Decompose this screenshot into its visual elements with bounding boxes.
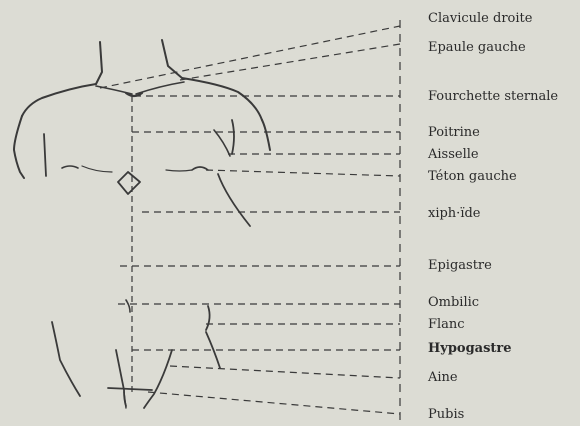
pubis-line-2 <box>124 392 126 408</box>
label-epigastre: Epigastre <box>428 259 492 273</box>
xiphoid-diamond <box>118 172 140 194</box>
label-fourchette-sternale: Fourchette sternale <box>428 90 558 104</box>
armpit-right <box>214 130 230 156</box>
pectoral-left <box>82 166 112 172</box>
label-epaule-gauche: Epaule gauche <box>428 41 526 55</box>
nipple-left <box>62 166 78 168</box>
arm-left-outer <box>14 116 24 178</box>
label-pubis: Pubis <box>428 408 464 422</box>
label-flanc: Flanc <box>428 318 465 332</box>
nipple-right <box>192 167 208 170</box>
leader-clavicule-droite <box>100 26 400 88</box>
label-clavicule-droite: Clavicule droite <box>428 12 532 26</box>
label-xiphoide: xiph·ïde <box>428 207 481 221</box>
leader-epaule-gauche <box>180 44 400 80</box>
navel <box>126 300 130 312</box>
hip-left-line <box>52 322 80 396</box>
leader-pubis <box>148 392 400 414</box>
label-teton-gauche: Téton gauche <box>428 170 517 184</box>
arm-right-inner <box>232 120 234 154</box>
label-ombilic: Ombilic <box>428 296 479 310</box>
arm-left-inner <box>44 134 46 176</box>
label-hypogastre: Hypogastre <box>428 342 512 356</box>
shoulder-left-line <box>22 84 96 116</box>
label-aisselle: Aisselle <box>428 148 479 162</box>
clavicle-right-line <box>136 82 184 94</box>
label-aine: Aine <box>428 371 458 385</box>
arm-right-outer <box>262 120 270 150</box>
pectoral-right <box>166 170 192 171</box>
hip-right-line <box>206 306 210 330</box>
pubis-line <box>108 388 152 390</box>
groin-right-line <box>144 350 172 408</box>
neck-right-line <box>162 40 182 78</box>
shoulder-right-line <box>182 78 262 120</box>
label-poitrine: Poitrine <box>428 126 480 140</box>
leader-teton-gauche <box>206 170 400 176</box>
neck-left-line <box>96 42 102 84</box>
flank-right-line <box>218 174 250 226</box>
leader-aine <box>170 366 400 378</box>
